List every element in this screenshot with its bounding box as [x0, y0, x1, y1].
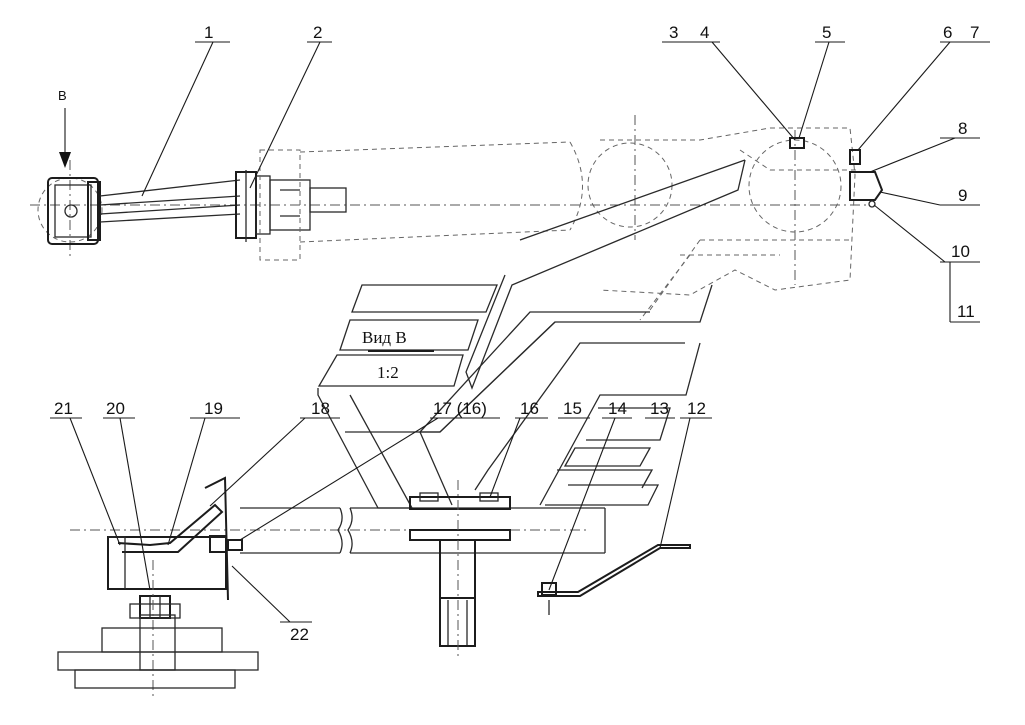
- callout-8: 8: [958, 119, 967, 138]
- callout-9: 9: [958, 186, 967, 205]
- callout-4: 4: [700, 23, 709, 42]
- callout-20: 20: [106, 399, 125, 418]
- callout-16: 16: [520, 399, 539, 418]
- callout-12: 12: [687, 399, 706, 418]
- lever-bracket: [537, 544, 691, 615]
- piston-rod: [99, 179, 241, 223]
- cylinder-gland: [235, 149, 347, 261]
- upper-assembly: [30, 115, 884, 321]
- callout-labels: B 1 2 3 4 5 6 7 8 9 10 11 12 13 14 15 16…: [54, 23, 979, 644]
- callout-13: 13: [650, 399, 669, 418]
- title-and-leader-plates: Вид В 1:2: [317, 159, 746, 509]
- callout-6: 6: [943, 23, 952, 42]
- callout-1: 1: [204, 23, 213, 42]
- left-clamp: [57, 476, 259, 700]
- callout-17-16: 17 (16): [433, 399, 487, 418]
- lower-view: [57, 476, 691, 700]
- view-title: Вид В: [362, 328, 407, 347]
- callout-15: 15: [563, 399, 582, 418]
- callout-18: 18: [311, 399, 330, 418]
- callout-11: 11: [957, 302, 975, 321]
- callout-2: 2: [313, 23, 322, 42]
- callout-leaders: [50, 41, 990, 623]
- mounting-bracket: [599, 127, 884, 321]
- callout-21: 21: [54, 399, 73, 418]
- view-letter: B: [58, 88, 67, 103]
- cylinder-barrel: [299, 141, 673, 243]
- cylinder-rear-eye: [37, 177, 103, 245]
- callout-10: 10: [951, 242, 970, 261]
- callout-14: 14: [608, 399, 627, 418]
- central-bracket: [409, 480, 511, 660]
- callout-7: 7: [970, 23, 979, 42]
- callout-5: 5: [822, 23, 831, 42]
- callout-19: 19: [204, 399, 223, 418]
- callout-3: 3: [669, 23, 678, 42]
- view-scale: 1:2: [377, 363, 399, 382]
- callout-22: 22: [290, 625, 309, 644]
- view-arrow: [59, 152, 71, 168]
